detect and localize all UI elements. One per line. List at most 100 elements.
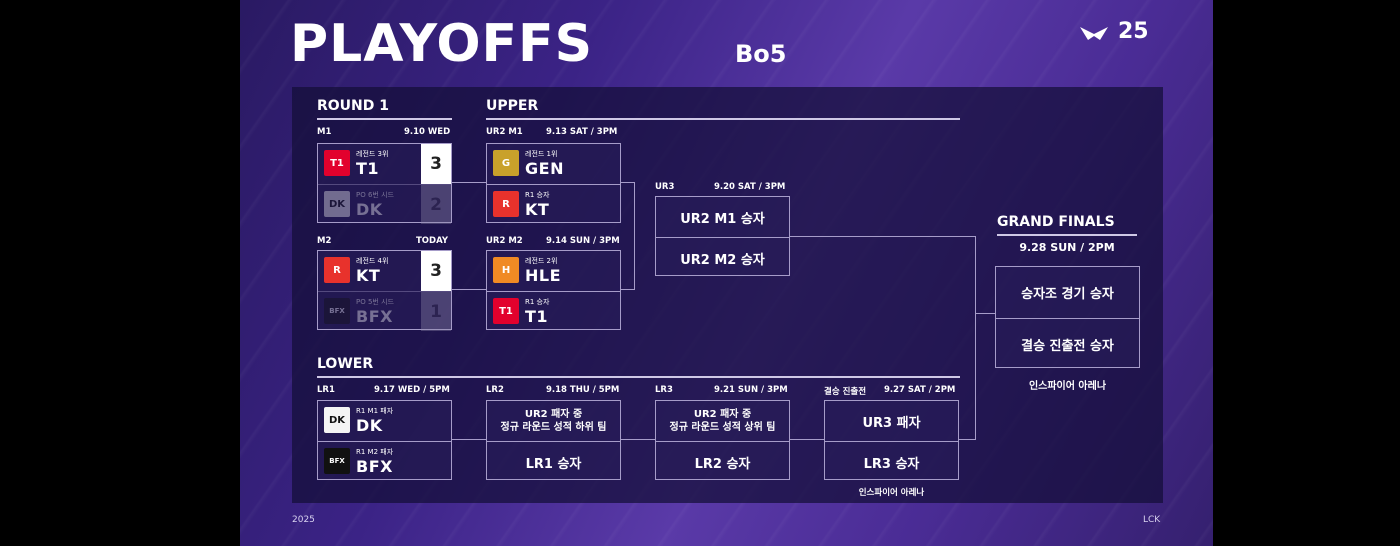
lr1-label: LR1 [317, 385, 335, 395]
slot-lr3-bottom: LR2 승자 [656, 441, 789, 482]
match-card-m2[interactable]: R 레전드 4위 KT 3 BFX PO 5번 시드 BFX 1 [317, 250, 452, 331]
team-score: 3 [421, 251, 451, 291]
m1-label: M1 [317, 127, 332, 137]
round1-heading: ROUND 1 [317, 98, 390, 114]
slot-qualifier-bottom: LR3 승자 [825, 441, 958, 482]
lr3-date: 9.21 SUN / 3PM [714, 385, 788, 395]
team-seed: 레전드 3위 [356, 150, 389, 158]
slot-line: UR2 패자 중 [693, 409, 752, 420]
team-row-bfx[interactable]: BFX R1 M2 패자 BFX [318, 441, 451, 481]
team-name: BFX [356, 457, 393, 476]
logo-year: 25 [1118, 19, 1149, 44]
bfx-logo-icon: BFX [324, 448, 350, 474]
match-card-lr2[interactable]: UR2 패자 중 정규 라운드 성적 하위 팀 LR1 승자 [486, 400, 621, 480]
m2-date: TODAY [416, 236, 448, 246]
lr1-date: 9.17 WED / 5PM [374, 385, 450, 395]
match-card-m1[interactable]: T1 레전드 3위 T1 3 DK PO 6번 시드 DK 2 [317, 143, 452, 224]
team-row-dk[interactable]: DK PO 6번 시드 DK 2 [318, 184, 451, 224]
t1-logo-icon: T1 [324, 150, 350, 176]
team-score: 2 [421, 185, 451, 224]
connector [790, 439, 824, 440]
team-name: GEN [525, 159, 564, 178]
slot-line: 정규 라운드 성적 상위 팀 [669, 422, 776, 433]
team-seed: R1 M2 패자 [356, 448, 394, 456]
bfx-logo-icon: BFX [324, 298, 350, 324]
team-seed: PO 5번 시드 [356, 298, 394, 306]
lr2-label: LR2 [486, 385, 504, 395]
team-row-kt[interactable]: R R1 승자 KT [487, 184, 620, 224]
ur2m2-date: 9.14 SUN / 3PM [546, 236, 620, 246]
match-card-finals[interactable]: 승자조 경기 승자 결승 진출전 승자 [995, 266, 1140, 368]
team-seed: PO 6번 시드 [356, 191, 394, 199]
team-name: T1 [525, 307, 549, 326]
team-row-t1[interactable]: T1 R1 승자 T1 [487, 291, 620, 331]
team-row-t1[interactable]: T1 레전드 3위 T1 3 [318, 144, 451, 184]
ur3-label: UR3 [655, 182, 675, 192]
slot-lr2-bottom: LR1 승자 [487, 441, 620, 482]
finals-date: 9.28 SUN / 2PM [1019, 241, 1115, 254]
team-row-hle[interactable]: H 레전드 2위 HLE [487, 251, 620, 291]
team-name: T1 [356, 159, 380, 178]
slot-lr3-top: UR2 패자 중 정규 라운드 성적 상위 팀 [656, 401, 789, 441]
lr3-label: LR3 [655, 385, 673, 395]
slot-qualifier-top: UR3 패자 [862, 415, 921, 431]
team-name: KT [356, 266, 381, 285]
ur2m2-label: UR2 M2 [486, 236, 523, 246]
qualifier-label: 결승 진출전 [824, 387, 867, 397]
match-card-ur2m2[interactable]: H 레전드 2위 HLE T1 R1 승자 T1 [486, 250, 621, 330]
team-row-dk[interactable]: DK R1 M1 패자 DK [318, 401, 451, 441]
slot-finals-bottom: 결승 진출전 승자 [996, 318, 1139, 370]
connector [975, 236, 976, 439]
finals-underline [997, 234, 1137, 236]
footer-brand: LCK [1143, 515, 1161, 525]
connector [452, 182, 486, 183]
broadcast-graphic: PLAYOFFS Bo5 25 ROUND 1 UPPER LOWER M1 9… [240, 0, 1213, 546]
connector [621, 439, 655, 440]
hle-logo-icon: H [493, 257, 519, 283]
upper-heading: UPPER [486, 98, 539, 114]
ur2m1-date: 9.13 SAT / 3PM [546, 127, 618, 137]
kt-logo-icon: R [493, 191, 519, 217]
match-card-ur3[interactable]: UR2 M1 승자 UR2 M2 승자 [655, 196, 790, 276]
team-row-gen[interactable]: G 레전드 1위 GEN [487, 144, 620, 184]
match-card-qualifier[interactable]: UR3 패자 LR3 승자 [824, 400, 959, 480]
ur3-date: 9.20 SAT / 3PM [714, 182, 786, 192]
team-seed: R1 M1 패자 [356, 407, 394, 415]
lr2-date: 9.18 THU / 5PM [546, 385, 620, 395]
slot-ur3-bottom: UR2 M2 승자 [656, 237, 789, 278]
team-row-kt[interactable]: R 레전드 4위 KT 3 [318, 251, 451, 291]
team-name: BFX [356, 307, 393, 326]
match-card-lr1[interactable]: DK R1 M1 패자 DK BFX R1 M2 패자 BFX [317, 400, 452, 480]
upper-underline [486, 118, 960, 120]
connector [634, 182, 635, 290]
lower-heading: LOWER [317, 356, 374, 372]
t1-logo-icon: T1 [493, 298, 519, 324]
connector [959, 439, 976, 440]
slot-line: 정규 라운드 성적 하위 팀 [500, 422, 607, 433]
gen-logo-icon: G [493, 150, 519, 176]
m1-date: 9.10 WED [404, 127, 451, 137]
team-name: HLE [525, 266, 562, 285]
finals-venue: 인스파이어 아레나 [1028, 381, 1107, 392]
connector [790, 236, 975, 237]
page-title: PLAYOFFS [290, 14, 594, 74]
dk-logo-icon: DK [324, 407, 350, 433]
round1-underline [317, 118, 452, 120]
connector [452, 439, 486, 440]
team-score: 1 [421, 292, 451, 331]
qualifier-venue: 인스파이어 아레나 [858, 488, 925, 498]
team-row-bfx[interactable]: BFX PO 5번 시드 BFX 1 [318, 291, 451, 331]
team-name: DK [356, 416, 383, 435]
slot-lr2-top: UR2 패자 중 정규 라운드 성적 하위 팀 [487, 401, 620, 441]
format-label: Bo5 [735, 40, 787, 68]
team-name: KT [525, 200, 550, 219]
team-seed: 레전드 1위 [525, 150, 558, 158]
dk-logo-icon: DK [324, 191, 350, 217]
ur2m1-label: UR2 M1 [486, 127, 523, 137]
grand-finals-heading: GRAND FINALS [997, 214, 1115, 230]
team-seed: 레전드 4위 [356, 257, 389, 265]
match-card-ur2m1[interactable]: G 레전드 1위 GEN R R1 승자 KT [486, 143, 621, 223]
lck-logo-icon [1080, 27, 1108, 40]
match-card-lr3[interactable]: UR2 패자 중 정규 라운드 성적 상위 팀 LR2 승자 [655, 400, 790, 480]
team-seed: 레전드 2위 [525, 257, 558, 265]
